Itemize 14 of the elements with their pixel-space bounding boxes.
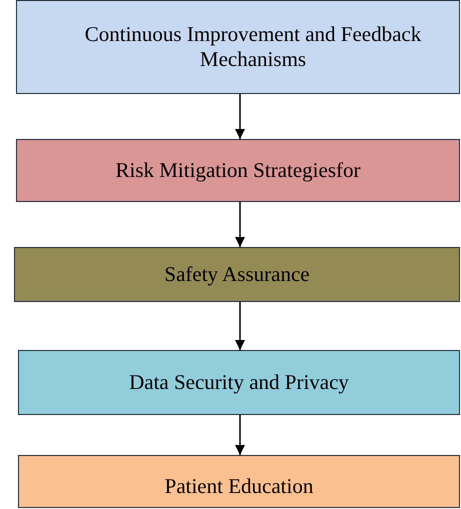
- process-box: [18, 350, 460, 415]
- arrow: [235, 202, 245, 247]
- process-box: [16, 139, 460, 202]
- box-label: Risk Mitigation Strategiesfor: [116, 158, 360, 184]
- box-label: Data Security and Privacy: [129, 370, 349, 396]
- arrow: [235, 415, 245, 455]
- box-label: Continuous Improvement and Feedback Mechanisms: [84, 22, 422, 72]
- box-label: Patient Education: [164, 474, 314, 500]
- process-box: [18, 455, 460, 508]
- process-box: [16, 0, 460, 94]
- process-box: [14, 247, 460, 302]
- arrow: [235, 94, 245, 139]
- arrow: [235, 302, 245, 350]
- box-label: Safety Assurance: [164, 262, 310, 288]
